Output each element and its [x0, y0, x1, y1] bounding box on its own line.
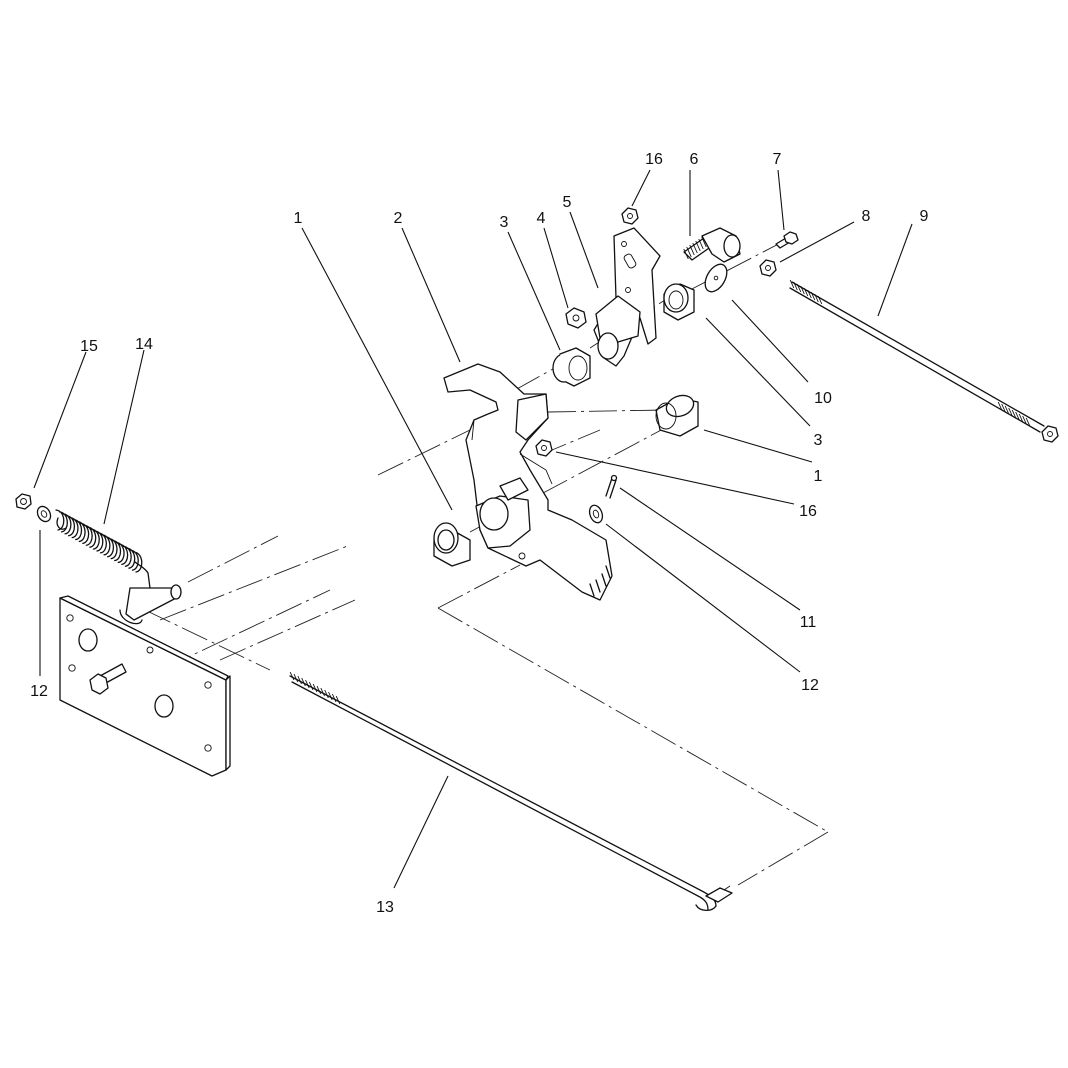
callout-10: 10 [814, 390, 832, 407]
callout-8: 8 [862, 208, 871, 225]
callout-4: 4 [537, 210, 546, 227]
callout-16-lower: 16 [799, 503, 817, 520]
callout-1-upper: 1 [294, 210, 303, 227]
part-7-screw [775, 231, 799, 249]
callout-9: 9 [920, 208, 929, 225]
callout-12-right: 12 [801, 677, 819, 694]
leader-lines [33, 169, 913, 889]
callout-12-left: 12 [30, 683, 48, 700]
part-12-washer-center [588, 504, 604, 524]
part-5-bracket [593, 227, 661, 367]
callout-6: 6 [690, 151, 699, 168]
callout-7: 7 [773, 151, 782, 168]
part-12-washer-left [36, 505, 52, 523]
part-16-nut-lower [535, 439, 553, 457]
callout-14: 14 [135, 336, 153, 353]
callout-15: 15 [80, 338, 98, 355]
part-9-rod [789, 279, 1059, 443]
part-4-nut [565, 307, 587, 329]
part-8-nut [759, 259, 777, 277]
callout-11: 11 [800, 614, 817, 631]
part-16-nut-upper [621, 207, 639, 225]
callout-labels: 1 2 3 4 5 16 6 7 8 9 10 3 1 16 11 12 15 … [30, 151, 928, 916]
part-3-bushing-left [552, 347, 591, 387]
part-14-spring [55, 509, 151, 589]
part-10-washer [704, 263, 728, 293]
part-6-stud [683, 227, 741, 263]
part-1-bushing-upper [655, 394, 699, 437]
callout-3-upper: 3 [500, 214, 509, 231]
part-1-bushing-lower [433, 522, 471, 567]
callout-5: 5 [563, 194, 572, 211]
part-13-rod [289, 671, 733, 912]
callout-1-lower: 1 [814, 468, 823, 485]
part-3-bushing-right [663, 283, 695, 321]
callout-2: 2 [394, 210, 403, 227]
mounting-plate [59, 584, 231, 777]
part-2-lever [443, 363, 613, 601]
plate-bolt [89, 663, 127, 695]
callout-16-upper: 16 [645, 151, 663, 168]
callout-13: 13 [376, 899, 394, 916]
part-11-cotter-pin [605, 474, 618, 499]
part-15-nut [15, 493, 32, 510]
callout-3-lower: 3 [814, 432, 823, 449]
